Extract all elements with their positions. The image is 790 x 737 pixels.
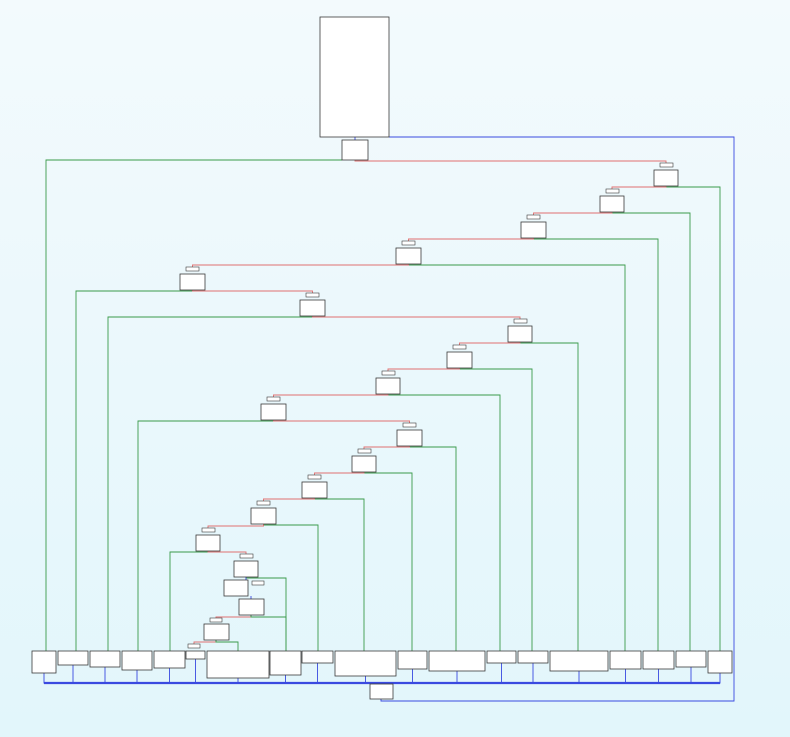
cond-label-3 <box>401 240 416 246</box>
cond-label-4 <box>185 266 200 272</box>
cond-label-9 <box>266 396 281 402</box>
edge-taken-9 <box>273 394 389 397</box>
edges-layer <box>43 136 735 702</box>
cond-label-13 <box>256 500 271 506</box>
edge-inner-3 <box>215 615 252 618</box>
cond-block-12 <box>301 481 328 499</box>
edge-inner-5 <box>193 640 217 644</box>
edge-dispatch-fallthrough <box>45 159 342 651</box>
edge-fallthrough-2 <box>533 238 659 651</box>
edge-fallthrough-14 <box>169 551 209 651</box>
cond-block-7 <box>446 351 473 369</box>
edge-inner-4 <box>250 615 287 651</box>
edge-taken-14 <box>207 524 264 528</box>
cond-block-15 <box>233 560 259 578</box>
edge-entry-exit-loop <box>380 136 735 702</box>
leaf-block-3 <box>121 650 153 671</box>
edge-taken-2 <box>533 212 613 215</box>
edge-fallthrough-4 <box>75 290 193 651</box>
edge-taken-12 <box>314 472 365 475</box>
edge-taken-6 <box>312 316 521 319</box>
edge-taken-1 <box>611 186 667 189</box>
edge-fallthrough-6 <box>519 342 579 651</box>
leaf-block-5 <box>185 650 206 660</box>
edge-fallthrough-10 <box>409 446 457 651</box>
edge-fallthrough-12 <box>314 498 365 651</box>
cond-block-0 <box>653 169 679 187</box>
inner-label-d <box>187 643 201 649</box>
edge-taken-8 <box>387 368 460 371</box>
cond-label-6 <box>513 318 528 324</box>
cond-block-11 <box>351 455 377 473</box>
cond-label-7 <box>452 344 467 350</box>
edge-fallthrough-0 <box>665 186 721 651</box>
leaf-block-7 <box>269 650 302 676</box>
leaf-block-9 <box>334 650 397 677</box>
leaf-block-2 <box>89 650 121 668</box>
leaf-block-10 <box>397 650 428 670</box>
cond-label-1 <box>605 188 620 194</box>
inner-block-a <box>223 579 249 597</box>
cond-block-13 <box>250 507 277 525</box>
leaf-block-12 <box>486 650 517 664</box>
cond-label-14 <box>201 527 216 533</box>
cond-block-3 <box>395 247 422 265</box>
edge-inner-6 <box>215 640 239 651</box>
leaf-block-18 <box>707 650 733 674</box>
cond-block-4 <box>179 273 206 291</box>
cond-label-0 <box>659 162 674 168</box>
leaf-block-0 <box>31 650 57 674</box>
cond-block-5 <box>299 299 326 317</box>
edge-taken-0 <box>354 160 667 163</box>
cond-label-8 <box>381 370 396 376</box>
cond-block-1 <box>599 195 625 213</box>
cond-block-10 <box>396 429 423 447</box>
edge-fallthrough-11 <box>363 472 413 651</box>
edge-taken-13 <box>263 498 315 501</box>
inner-label-c <box>209 617 223 623</box>
inner-label-a <box>251 580 265 586</box>
edge-fallthrough-5 <box>107 316 313 651</box>
leaf-block-8 <box>301 650 334 664</box>
leaf-block-6 <box>206 650 270 679</box>
edge-fallthrough-7 <box>459 368 533 651</box>
cond-label-11 <box>357 448 372 454</box>
edge-fallthrough-1 <box>611 212 691 651</box>
nodes-layer <box>31 16 733 700</box>
cond-block-6 <box>507 325 533 343</box>
leaf-block-14 <box>549 650 609 672</box>
cond-label-12 <box>307 474 322 480</box>
exit-block <box>369 683 394 700</box>
leaf-block-17 <box>675 650 707 668</box>
edge-fallthrough-13 <box>263 524 319 651</box>
leaf-block-15 <box>609 650 642 670</box>
cond-label-10 <box>402 422 417 428</box>
edge-taken-11 <box>363 446 410 449</box>
edge-taken-15 <box>207 551 247 554</box>
cond-label-15 <box>239 553 254 559</box>
edge-leaf-exit-16 <box>380 669 659 684</box>
edge-taken-4 <box>192 264 409 267</box>
cond-label-2 <box>526 214 541 220</box>
leaf-block-13 <box>517 650 549 664</box>
cond-block-14 <box>195 534 221 552</box>
cond-block-2 <box>520 221 547 239</box>
cond-label-5 <box>305 292 320 298</box>
leaf-block-16 <box>642 650 675 670</box>
inner-block-b <box>238 598 265 616</box>
dispatch-block <box>341 139 369 161</box>
edge-taken-10 <box>273 420 410 423</box>
edge-leaf-exit-17 <box>380 667 692 684</box>
edge-taken-7 <box>459 342 521 345</box>
edge-taken-5 <box>192 290 313 293</box>
cond-block-9 <box>260 403 287 421</box>
leaf-block-4 <box>153 650 186 669</box>
leaf-block-11 <box>428 650 486 672</box>
leaf-block-1 <box>57 650 89 666</box>
entry-block <box>319 16 390 138</box>
inner-block-c <box>203 623 230 641</box>
edge-taken-3 <box>408 238 534 241</box>
cond-block-8 <box>375 377 401 395</box>
